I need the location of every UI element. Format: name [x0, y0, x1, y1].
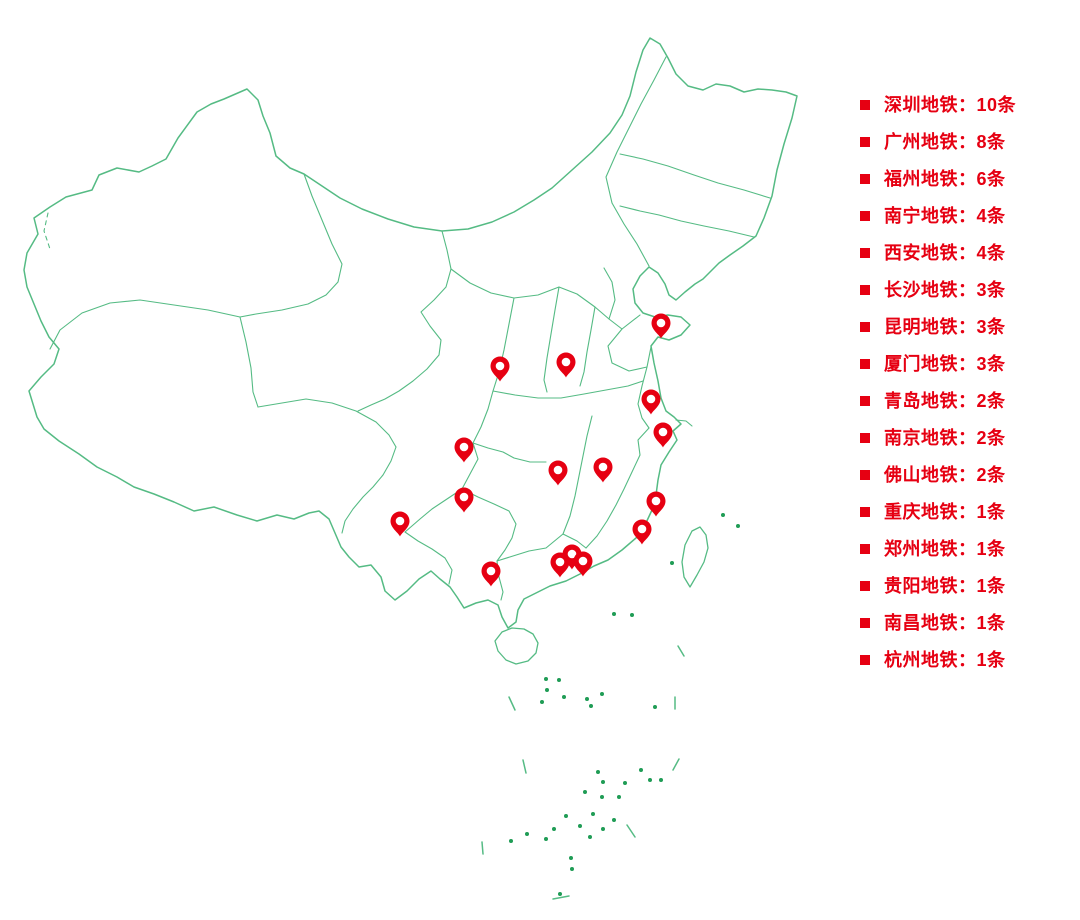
legend-row-南宁: 南宁地铁：4条	[860, 204, 1016, 228]
map-pin-icon-西安	[490, 356, 510, 382]
legend-square-icon	[860, 285, 870, 295]
map-pin-icon-厦门	[632, 519, 652, 545]
legend-square-icon	[860, 174, 870, 184]
map-pin-icon-南昌	[593, 457, 613, 483]
map-pin-icon-昆明	[390, 511, 410, 537]
map-pin-icon-贵阳	[454, 487, 474, 513]
legend-label: 南昌地铁：1条	[884, 613, 1006, 633]
legend-row-厦门: 厦门地铁：3条	[860, 352, 1016, 376]
legend-row-南京: 南京地铁：2条	[860, 426, 1016, 450]
legend-square-icon	[860, 618, 870, 628]
map-pin-icon-南宁	[481, 561, 501, 587]
legend-square-icon	[860, 470, 870, 480]
legend-square-icon	[860, 396, 870, 406]
legend-label: 杭州地铁：1条	[884, 650, 1006, 670]
legend-square-icon	[860, 322, 870, 332]
legend-label: 昆明地铁：3条	[884, 317, 1006, 337]
map-pin-icon-重庆	[454, 437, 474, 463]
legend-square-icon	[860, 211, 870, 221]
legend-square-icon	[860, 248, 870, 258]
legend-label: 广州地铁：8条	[884, 132, 1006, 152]
legend-square-icon	[860, 433, 870, 443]
taiwan-island	[681, 526, 709, 588]
legend-label: 佛山地铁：2条	[884, 465, 1006, 485]
legend-label: 厦门地铁：3条	[884, 354, 1006, 374]
legend-label: 重庆地铁：1条	[884, 502, 1006, 522]
legend-row-西安: 西安地铁：4条	[860, 241, 1016, 265]
legend-row-贵阳: 贵阳地铁：1条	[860, 574, 1016, 598]
legend-row-青岛: 青岛地铁：2条	[860, 389, 1016, 413]
mainland-outline	[23, 37, 798, 629]
legend-label: 长沙地铁：3条	[884, 280, 1006, 300]
province-borders	[43, 56, 771, 601]
legend-square-icon	[860, 137, 870, 147]
legend-row-深圳: 深圳地铁：10条	[860, 93, 1016, 117]
legend-row-长沙: 长沙地铁：3条	[860, 278, 1016, 302]
legend-square-icon	[860, 359, 870, 369]
legend-row-杭州: 杭州地铁：1条	[860, 648, 1016, 672]
legend-label: 青岛地铁：2条	[884, 391, 1006, 411]
legend-square-icon	[860, 100, 870, 110]
legend-row-福州: 福州地铁：6条	[860, 167, 1016, 191]
hainan-island	[494, 627, 539, 665]
legend-row-南昌: 南昌地铁：1条	[860, 611, 1016, 635]
map-pin-icon-郑州	[556, 352, 576, 378]
legend-row-郑州: 郑州地铁：1条	[860, 537, 1016, 561]
map-pin-icon-深圳	[573, 551, 593, 577]
legend-label: 南京地铁：2条	[884, 428, 1006, 448]
legend-label: 福州地铁：6条	[884, 169, 1006, 189]
map-pin-icon-南京	[641, 389, 661, 415]
legend-label: 西安地铁：4条	[884, 243, 1006, 263]
map-pin-icon-长沙	[548, 460, 568, 486]
nine-dash-line	[481, 645, 685, 900]
map-pin-icon-杭州	[653, 422, 673, 448]
legend-label: 郑州地铁：1条	[884, 539, 1006, 559]
legend-square-icon	[860, 655, 870, 665]
legend-square-icon	[860, 507, 870, 517]
legend-row-昆明: 昆明地铁：3条	[860, 315, 1016, 339]
legend-square-icon	[860, 544, 870, 554]
legend-row-佛山: 佛山地铁：2条	[860, 463, 1016, 487]
legend-label: 贵阳地铁：1条	[884, 576, 1006, 596]
map-pin-icon-福州	[646, 491, 666, 517]
legend-row-重庆: 重庆地铁：1条	[860, 500, 1016, 524]
legend-square-icon	[860, 581, 870, 591]
metro-legend: 深圳地铁：10条广州地铁：8条福州地铁：6条南宁地铁：4条西安地铁：4条长沙地铁…	[860, 93, 1016, 672]
legend-label: 南宁地铁：4条	[884, 206, 1006, 226]
legend-label: 深圳地铁：10条	[884, 95, 1017, 115]
city-pins-layer	[390, 313, 673, 587]
legend-row-广州: 广州地铁：8条	[860, 130, 1016, 154]
map-pin-icon-青岛	[651, 313, 671, 339]
south-china-sea-dots	[509, 513, 740, 896]
